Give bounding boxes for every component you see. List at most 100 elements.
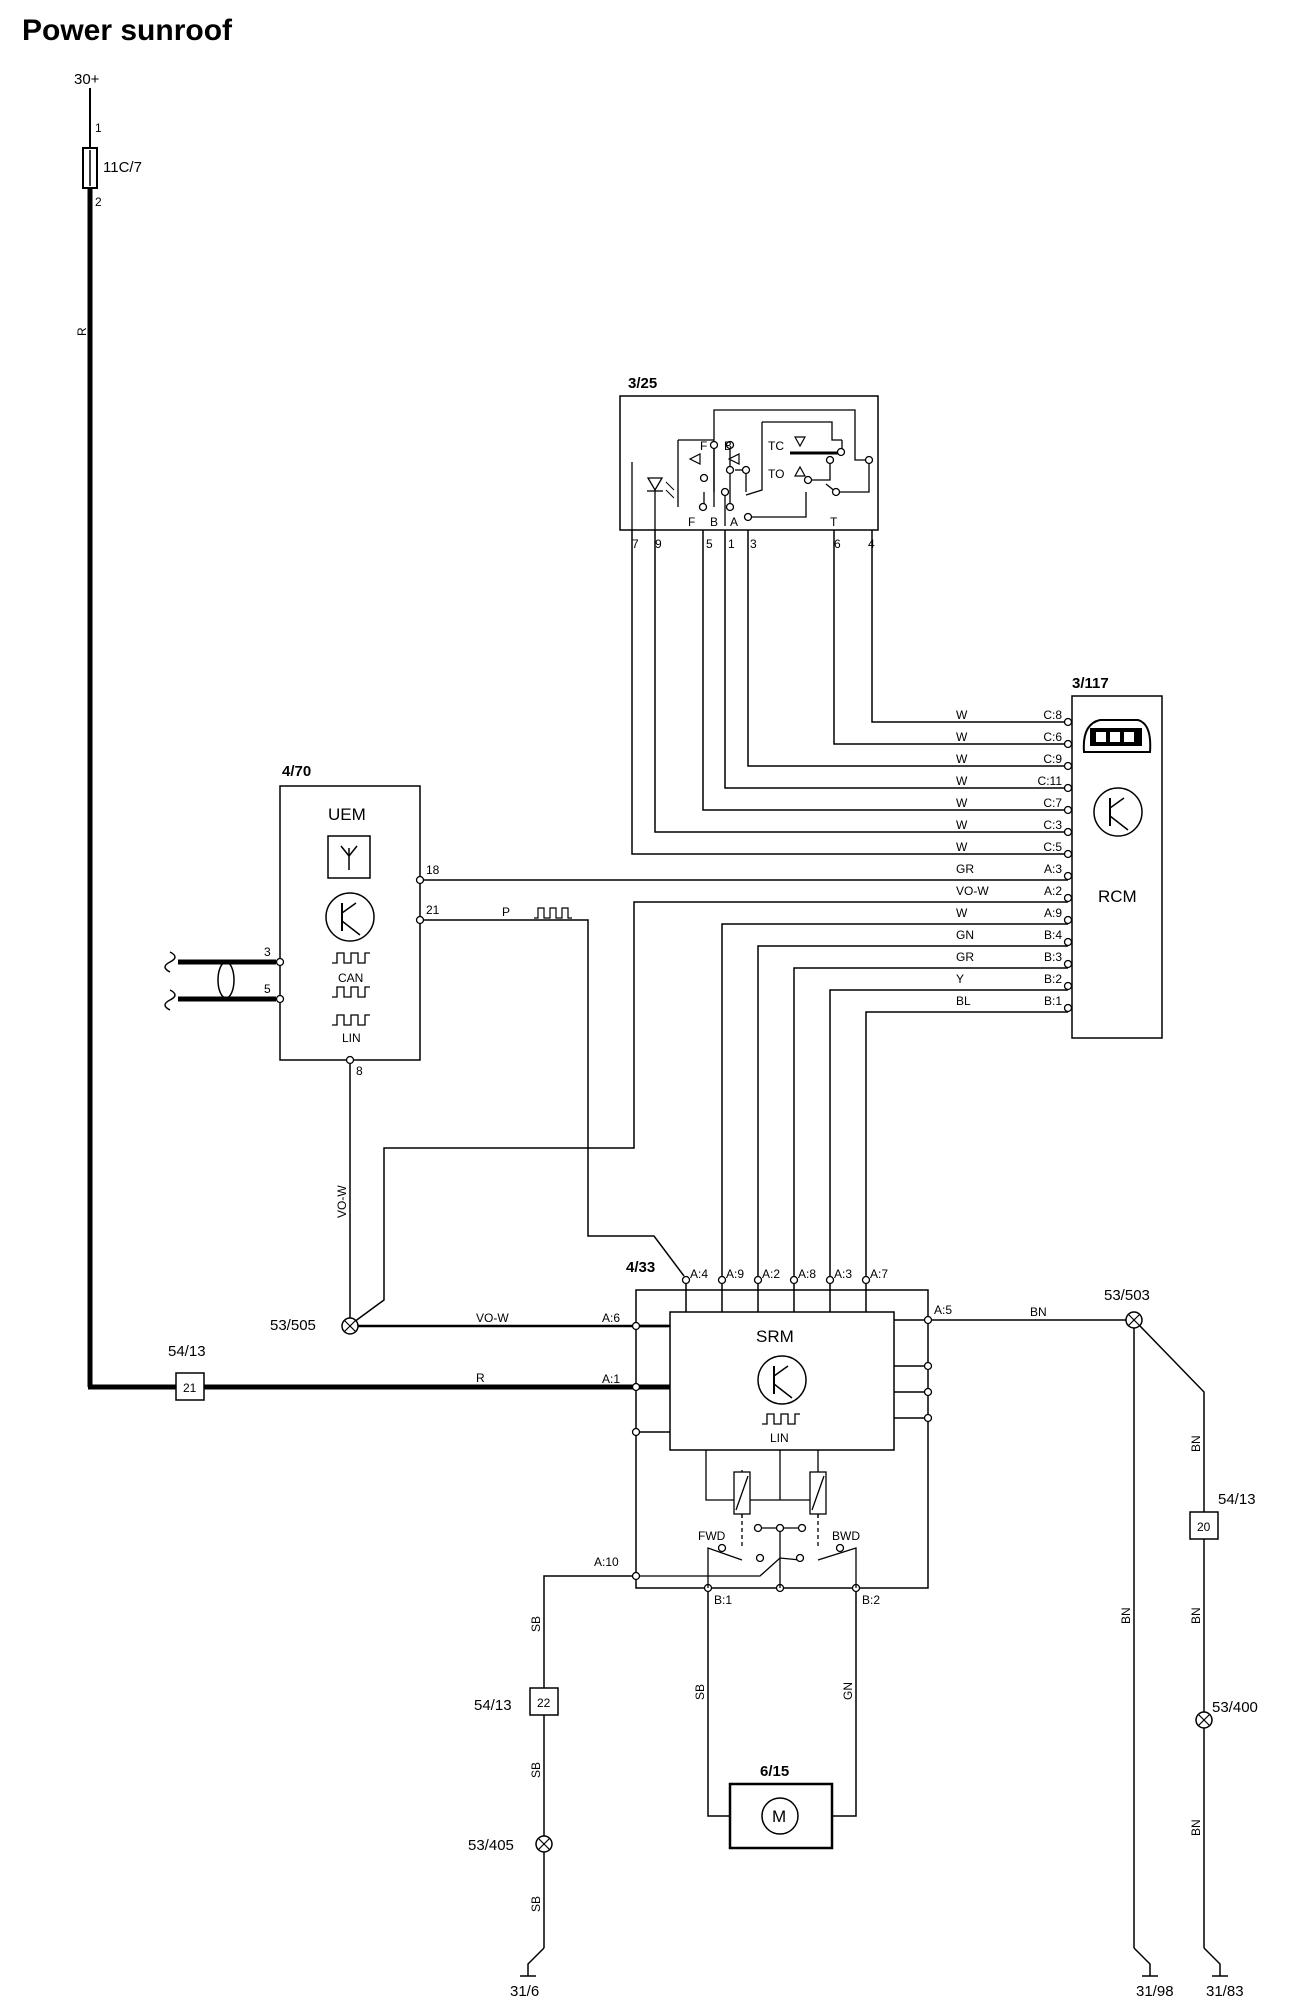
rcm-pin-dot [1063, 981, 1073, 991]
rcm-wire-color: GR [956, 950, 974, 964]
rcm-wire-color: W [956, 708, 968, 722]
wire-srm-a10 [543, 1575, 632, 1656]
srm-a5-wire: BN [1030, 1305, 1047, 1319]
srm-bwd-label: BWD [832, 1529, 860, 1543]
srm-top-pin: A:9 [726, 1267, 744, 1281]
switch-letter-t: T [830, 515, 838, 529]
uem-ground-wire-label: VO-W [335, 1185, 349, 1218]
splice-505-label: 53/505 [270, 1317, 316, 1334]
fuse-pin-bottom: 2 [95, 195, 102, 209]
srm-transistor-icon [757, 1355, 807, 1405]
uem-transistor-icon [325, 892, 375, 942]
rcm-pin-dot [1063, 871, 1073, 881]
wire-motor-sb [707, 1592, 730, 1817]
wire-uem21-srm [424, 919, 685, 1277]
rcm-wire-color: W [956, 818, 968, 832]
rcm-pin-label: B:1 [1044, 994, 1062, 1008]
switch-internals [631, 409, 870, 530]
can-bus-twisted-pair [164, 951, 276, 1011]
connector-num-21: 21 [183, 1381, 197, 1395]
splice-503-label: 53/503 [1104, 1287, 1150, 1304]
rcm-wire-color: W [956, 774, 968, 788]
srm-pin-b2: B:2 [862, 1593, 880, 1607]
srm-pin-a1: A:1 [602, 1372, 620, 1386]
rcm-pin-label: C:7 [1043, 796, 1062, 810]
srm-pin-a5: A:5 [934, 1303, 952, 1317]
switch-internal-b: B [724, 439, 732, 453]
wire-motor-gn [832, 1592, 857, 1817]
pulse-icon [534, 907, 572, 919]
switch-tilt-icon [793, 465, 807, 477]
connector-label-22: 54/13 [474, 1697, 512, 1714]
switch-pin: 9 [655, 537, 662, 551]
switch-id: 3/25 [628, 375, 657, 392]
rcm-pin-label: A:3 [1044, 862, 1062, 876]
connector-label-21: 54/13 [168, 1343, 206, 1360]
uem-pin-8: 8 [356, 1064, 363, 1078]
rcm-pin-label: B:3 [1044, 950, 1062, 964]
splice-405-label: 53/405 [468, 1837, 514, 1854]
wire-to-connector-20 [1139, 1325, 1205, 1512]
fuse-pin-top: 1 [95, 121, 102, 135]
rcm-pin-label: A:2 [1044, 884, 1062, 898]
srm-top-pin: A:4 [690, 1267, 708, 1281]
switch-internal-to: TO [768, 467, 784, 481]
diagram-title: Power sunroof [22, 14, 233, 47]
switch-contacts [698, 440, 874, 522]
rcm-id: 3/117 [1072, 675, 1109, 692]
rcm-pin-label: C:5 [1043, 840, 1062, 854]
ground-31-83: 31/83 [1206, 1983, 1244, 2000]
rcm-pin-label: C:9 [1043, 752, 1062, 766]
rcm-pin-dot [1063, 805, 1073, 815]
motor-wire-gn: GN [841, 1682, 855, 1700]
rcm-transistor-icon [1093, 787, 1143, 837]
splice-405 [535, 1835, 553, 1853]
connector-num-20: 20 [1197, 1520, 1211, 1534]
uem-pin-5: 5 [264, 982, 271, 996]
switch-arrow-icon [727, 453, 740, 465]
rcm-pin-dot [1063, 959, 1073, 969]
switch-pin: 5 [706, 537, 713, 551]
rcm-pin-dot [1063, 937, 1073, 947]
srm-fwd-label: FWD [698, 1529, 726, 1543]
switch-to-rcm-wires [631, 530, 1068, 855]
switch-led-icon [646, 477, 664, 492]
uem-pin-3: 3 [264, 945, 271, 959]
motor-symbol: M [772, 1807, 786, 1826]
motor-box [728, 1782, 834, 1850]
rcm-pin-label: B:4 [1044, 928, 1062, 942]
rcm-wire-color: BL [956, 994, 971, 1008]
can-pulse-icon [332, 986, 370, 998]
srm-top-pin: A:7 [870, 1267, 888, 1281]
switch-pin: 6 [834, 537, 841, 551]
motor-icon [761, 1797, 799, 1835]
switch-tilt-icon [793, 436, 807, 448]
rcm-wire-color: W [956, 906, 968, 920]
srm-pin-dots [631, 1275, 933, 1593]
supply-wire-color: R [75, 327, 89, 336]
srm-pin-a10: A:10 [594, 1555, 619, 1569]
rcm-pin-label: C:3 [1043, 818, 1062, 832]
switch-internal-f: F [700, 439, 707, 453]
srm-top-pin: A:2 [762, 1267, 780, 1281]
ground-wire-bn: BN [1189, 1607, 1203, 1624]
srm-pin-b1: B:1 [714, 1593, 732, 1607]
srm-lin-pulse-icon [762, 1413, 800, 1425]
fuse-label: 11C/7 [103, 159, 142, 176]
rcm-wire-color: GN [956, 928, 974, 942]
rcm-wire-color: VO-W [956, 884, 989, 898]
switch-pin: 3 [750, 537, 757, 551]
srm-inner-box [669, 1311, 895, 1451]
srm-pin-a6: A:6 [602, 1311, 620, 1325]
ground-wire-bn: BN [1189, 1435, 1203, 1452]
roof-console-icon [1082, 719, 1152, 753]
switch-pin: 7 [632, 537, 639, 551]
switch-internal-tc: TC [768, 439, 784, 453]
rcm-wire-color: W [956, 840, 968, 854]
rcm-box [1071, 695, 1163, 1039]
ground-wire-bn: BN [1119, 1607, 1133, 1624]
splice-400 [1195, 1711, 1213, 1729]
rcm-name: RCM [1098, 887, 1137, 906]
ground-wire-sb: SB [529, 1762, 543, 1778]
srm-id: 4/33 [626, 1259, 655, 1276]
